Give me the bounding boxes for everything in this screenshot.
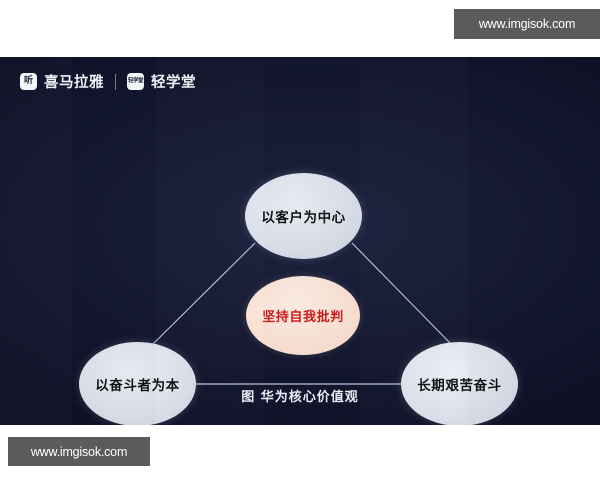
node-self-criticism[interactable]: 坚持自我批判 xyxy=(246,276,360,355)
brand-name-ximalaya: 喜马拉雅 xyxy=(44,75,104,91)
watermark-top: www.imgisok.com xyxy=(454,9,600,39)
connector-top-to-left xyxy=(151,242,256,346)
node-customer-centric[interactable]: 以客户为中心 xyxy=(245,173,362,259)
watermark-bottom: www.imgisok.com xyxy=(8,437,150,466)
node-long-term-hard-work[interactable]: 长期艰苦奋斗 xyxy=(401,342,518,425)
node-self-criticism-label: 坚持自我批判 xyxy=(262,310,344,325)
diagram-connectors xyxy=(151,242,453,385)
node-long-term-hard-work-label: 长期艰苦奋斗 xyxy=(417,378,502,394)
brand-name-qingxuetang: 轻学堂 xyxy=(151,75,196,91)
brand-lockup: 听 喜马拉雅 轻学堂 轻学堂 xyxy=(20,71,196,92)
node-customer-centric-label: 以客户为中心 xyxy=(261,210,346,226)
connector-top-to-right xyxy=(351,242,453,346)
brand-divider xyxy=(115,73,116,90)
qingxuetang-logo-icon: 轻学堂 xyxy=(127,73,144,90)
diagram-caption: 图 华为核心价值观 xyxy=(241,390,359,405)
ximalaya-logo-icon: 听 xyxy=(20,73,37,90)
slide-panel: 听 喜马拉雅 轻学堂 轻学堂 以客户为中心 以奋斗者为本 长期艰苦奋斗 坚持自我… xyxy=(0,57,600,425)
node-striver-oriented-label: 以奋斗者为本 xyxy=(95,378,180,394)
node-striver-oriented[interactable]: 以奋斗者为本 xyxy=(79,342,196,425)
